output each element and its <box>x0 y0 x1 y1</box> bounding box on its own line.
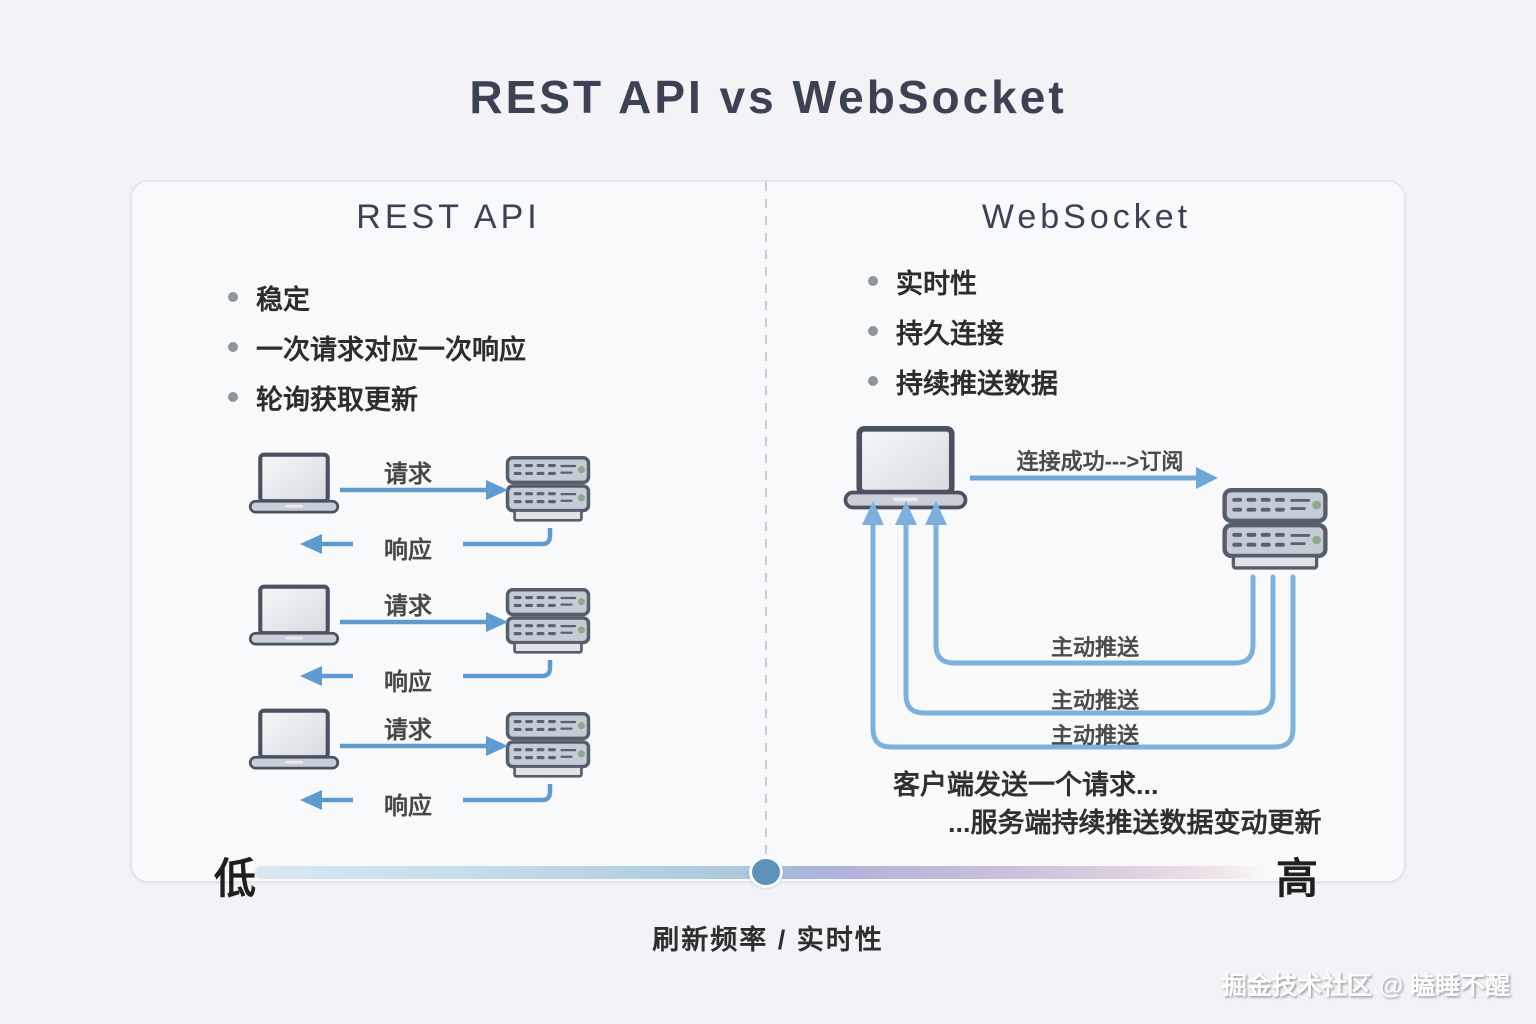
axis-caption: 刷新频率 / 实时性 <box>652 925 884 955</box>
response-arrowhead <box>300 790 322 810</box>
laptop-icon <box>846 429 966 508</box>
server-icon <box>505 588 591 655</box>
bullet-text: 持久连接 <box>896 318 1004 349</box>
server-icon <box>505 456 591 523</box>
left-panel-header: REST API <box>356 198 541 236</box>
request-arrowhead <box>486 612 508 632</box>
bullet-text: 稳定 <box>256 284 310 315</box>
websocket-bullet-item: 持久连接 <box>868 306 1058 356</box>
push-label-2: 主动推送 <box>1050 688 1139 713</box>
push-arrowhead-3 <box>862 501 884 525</box>
server-icon <box>505 712 591 779</box>
server-icon <box>1225 490 1326 568</box>
response-label: 响应 <box>353 786 463 821</box>
request-response-arrows <box>240 580 591 686</box>
request-arrowhead <box>486 480 508 500</box>
rest-flow-row-3: 请求 响应 <box>240 704 600 824</box>
connect-arrowhead <box>1196 467 1218 489</box>
bullet-dot <box>868 326 878 336</box>
websocket-bullet-list: 实时性 持久连接 持续推送数据 <box>868 256 1058 406</box>
rest-flow-row-2: 请求 响应 <box>240 580 600 700</box>
bullet-text: 持续推送数据 <box>896 368 1058 399</box>
response-arrow-line <box>322 784 553 803</box>
bullet-dot <box>868 276 878 286</box>
rest-bullet-item: 一次请求对应一次响应 <box>228 322 526 372</box>
websocket-caption-line1: 客户端发送一个请求... <box>893 770 1159 800</box>
low-label: 低 <box>214 855 257 902</box>
websocket-flow-diagram <box>838 415 1363 750</box>
push-arrow-line-3 <box>870 518 1296 750</box>
push-arrow-line-1 <box>933 518 1256 666</box>
watermark: 掘金技术社区 @ 瞌睡不醒 <box>1222 972 1511 1000</box>
websocket-bullet-item: 持续推送数据 <box>868 356 1058 406</box>
bullet-dot <box>228 342 238 352</box>
request-response-arrows <box>240 704 591 810</box>
laptop-icon <box>250 587 338 644</box>
websocket-caption-line2: ...服务端持续推送数据变动更新 <box>948 808 1322 838</box>
push-arrowhead-1 <box>925 501 947 525</box>
request-label: 请求 <box>384 461 432 488</box>
response-arrowhead <box>300 666 322 686</box>
request-arrowhead <box>486 736 508 756</box>
push-arrowhead-2 <box>895 501 917 525</box>
rest-bullet-item: 轮询获取更新 <box>228 372 526 422</box>
laptop-icon <box>250 711 338 768</box>
response-label: 响应 <box>353 530 463 565</box>
push-arrow-line-2 <box>903 518 1276 716</box>
slider-knob <box>749 856 783 888</box>
bullet-text: 实时性 <box>896 268 977 299</box>
response-label: 响应 <box>353 662 463 697</box>
comparison-panel <box>130 180 1406 883</box>
connect-label: 连接成功--->订阅 <box>1016 449 1184 474</box>
request-response-arrows <box>240 448 591 554</box>
rest-bullet-list: 稳定 一次请求对应一次响应 轮询获取更新 <box>228 272 526 422</box>
rest-bullet-item: 稳定 <box>228 272 526 322</box>
request-label: 请求 <box>384 717 432 744</box>
rest-flow-row-1: 请求 响应 <box>240 448 600 568</box>
request-label: 请求 <box>384 593 432 620</box>
right-panel-header: WebSocket <box>981 198 1192 236</box>
push-label-1: 主动推送 <box>1050 635 1139 660</box>
page-title: REST API vs WebSocket <box>469 71 1067 123</box>
high-label: 高 <box>1276 855 1319 902</box>
websocket-bullet-item: 实时性 <box>868 256 1058 306</box>
response-arrow-line <box>322 660 553 679</box>
laptop-icon <box>250 455 338 512</box>
response-arrowhead <box>300 534 322 554</box>
bullet-text: 轮询获取更新 <box>256 384 418 415</box>
panel-divider <box>765 182 767 872</box>
bullet-dot <box>228 292 238 302</box>
push-label-3: 主动推送 <box>1050 723 1139 748</box>
response-arrow-line <box>322 528 553 547</box>
bullet-dot <box>868 376 878 386</box>
bullet-dot <box>228 392 238 402</box>
bullet-text: 一次请求对应一次响应 <box>256 334 526 365</box>
